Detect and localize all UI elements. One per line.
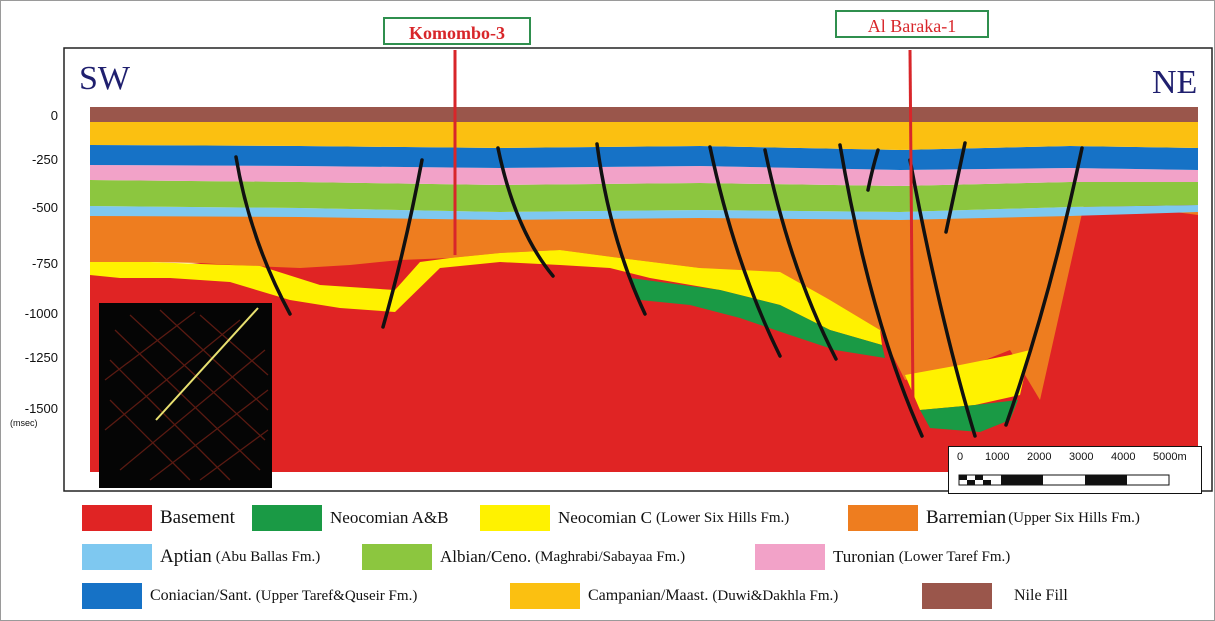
nile-fill-layer [90, 107, 1198, 122]
direction-left: SW [79, 60, 130, 97]
well-line-al-baraka-1 [908, 49, 915, 406]
well-label-komombo-3: Komombo-3 [383, 17, 531, 45]
legend-swatch [252, 505, 322, 531]
well-name-text: Al Baraka-1 [867, 16, 957, 36]
barremian-layer [90, 200, 1198, 400]
legend-label: Aptian [160, 546, 212, 567]
scale-label: 2000 [1027, 451, 1052, 463]
scale-ruler [958, 474, 1170, 486]
depth-tick: -1500 [24, 401, 58, 416]
well-label-al-baraka-1: Al Baraka-1 [835, 10, 989, 38]
legend-item-nile-fill: Nile Fill [922, 583, 1068, 609]
neocomian-ab-layer [630, 278, 885, 358]
legend-label: Campanian/Maast. [588, 587, 709, 604]
legend-label: Barremian [926, 507, 1007, 528]
legend-item-turonian: Turonian (Lower Taref Fm.) [755, 544, 1010, 570]
legend-formation: (Maghrabi/Sabayaa Fm.) [535, 548, 686, 565]
depth-tick: -1250 [24, 350, 58, 365]
legend-item-neocomian-ab: Neocomian A&B [252, 505, 449, 531]
depth-tick: -500 [31, 200, 58, 215]
depth-tick: 0 [50, 108, 58, 123]
fault-10 [1004, 146, 1084, 427]
legend-formation: (Abu Ballas Fm.) [215, 548, 321, 565]
coniacian-layer [90, 145, 1198, 170]
legend-swatch [922, 583, 992, 609]
legend-label: Turonian [833, 547, 895, 566]
neocomian-c-layer [90, 250, 882, 345]
legend-item-campanian: Campanian/Maast. (Duwi&Dakhla Fm.) [510, 583, 838, 609]
scale-bar: 0 1000 2000 3000 4000 5000m [948, 446, 1202, 494]
fault-4 [595, 142, 647, 316]
fault-1 [234, 155, 292, 316]
depth-tick: -1000 [24, 306, 58, 321]
fault-9 [944, 141, 967, 234]
fault-8 [866, 148, 880, 192]
fault-7 [838, 143, 924, 438]
legend-formation: (Lower Taref Fm.) [898, 548, 1011, 565]
albian-layer [90, 180, 1198, 212]
legend-label: Nile Fill [1014, 587, 1068, 604]
depth-unit: (msec) [10, 418, 38, 428]
legend-formation: (Duwi&Dakhla Fm.) [712, 587, 839, 604]
legend-item-albian: Albian/Ceno. (Maghrabi/Sabayaa Fm.) [362, 544, 685, 570]
legend-label: Basement [160, 507, 235, 528]
legend-formation: (Upper Taref&Quseir Fm.) [255, 587, 418, 604]
well-name-text: Komombo-3 [409, 23, 505, 43]
legend-swatch [480, 505, 550, 531]
fault-11 [908, 158, 977, 438]
campanian-layer [90, 122, 1198, 150]
legend-swatch [82, 583, 142, 609]
legend-item-barremian: Barremian (Upper Six Hills Fm.) [848, 505, 1140, 531]
legend-label: Neocomian C [558, 508, 652, 527]
faults [234, 141, 1084, 438]
legend-swatch [82, 505, 152, 531]
fault-3 [496, 146, 555, 278]
fault-5 [708, 145, 782, 358]
location-map-inset [99, 303, 272, 488]
legend-swatch [848, 505, 918, 531]
legend-formation: (Lower Six Hills Fm.) [655, 509, 790, 526]
location-map-grid [104, 309, 269, 481]
depth-tick: -250 [31, 152, 58, 167]
fault-6 [763, 148, 838, 361]
legend-item-coniacian: Coniacian/Sant. (Upper Taref&Quseir Fm.) [82, 583, 417, 609]
legend-item-basement: Basement [82, 505, 235, 531]
neocomian-c-graben [905, 350, 1030, 410]
turonian-layer [90, 165, 1198, 186]
direction-right: NE [1152, 64, 1198, 101]
legend-label: Neocomian A&B [330, 508, 449, 527]
scale-label: 1000 [985, 451, 1010, 463]
legend-swatch [510, 583, 580, 609]
legend-swatch [82, 544, 152, 570]
legend-label: Coniacian/Sant. [150, 587, 252, 604]
legend-swatch [362, 544, 432, 570]
legend-item-aptian: Aptian (Abu Ballas Fm.) [82, 544, 320, 570]
scale-label: 3000 [1069, 451, 1094, 463]
scale-label: 4000 [1111, 451, 1136, 463]
legend-swatch [755, 544, 825, 570]
legend-item-neocomian-c: Neocomian C (Lower Six Hills Fm.) [480, 505, 789, 531]
scale-label: 5000m [1153, 451, 1187, 463]
section-trace-line [155, 307, 259, 421]
legend-label: Albian/Ceno. [440, 547, 532, 566]
scale-label: 0 [957, 451, 964, 463]
legend-formation: (Upper Six Hills Fm.) [1008, 509, 1140, 526]
fault-2 [381, 158, 424, 329]
depth-tick: -750 [31, 256, 58, 271]
